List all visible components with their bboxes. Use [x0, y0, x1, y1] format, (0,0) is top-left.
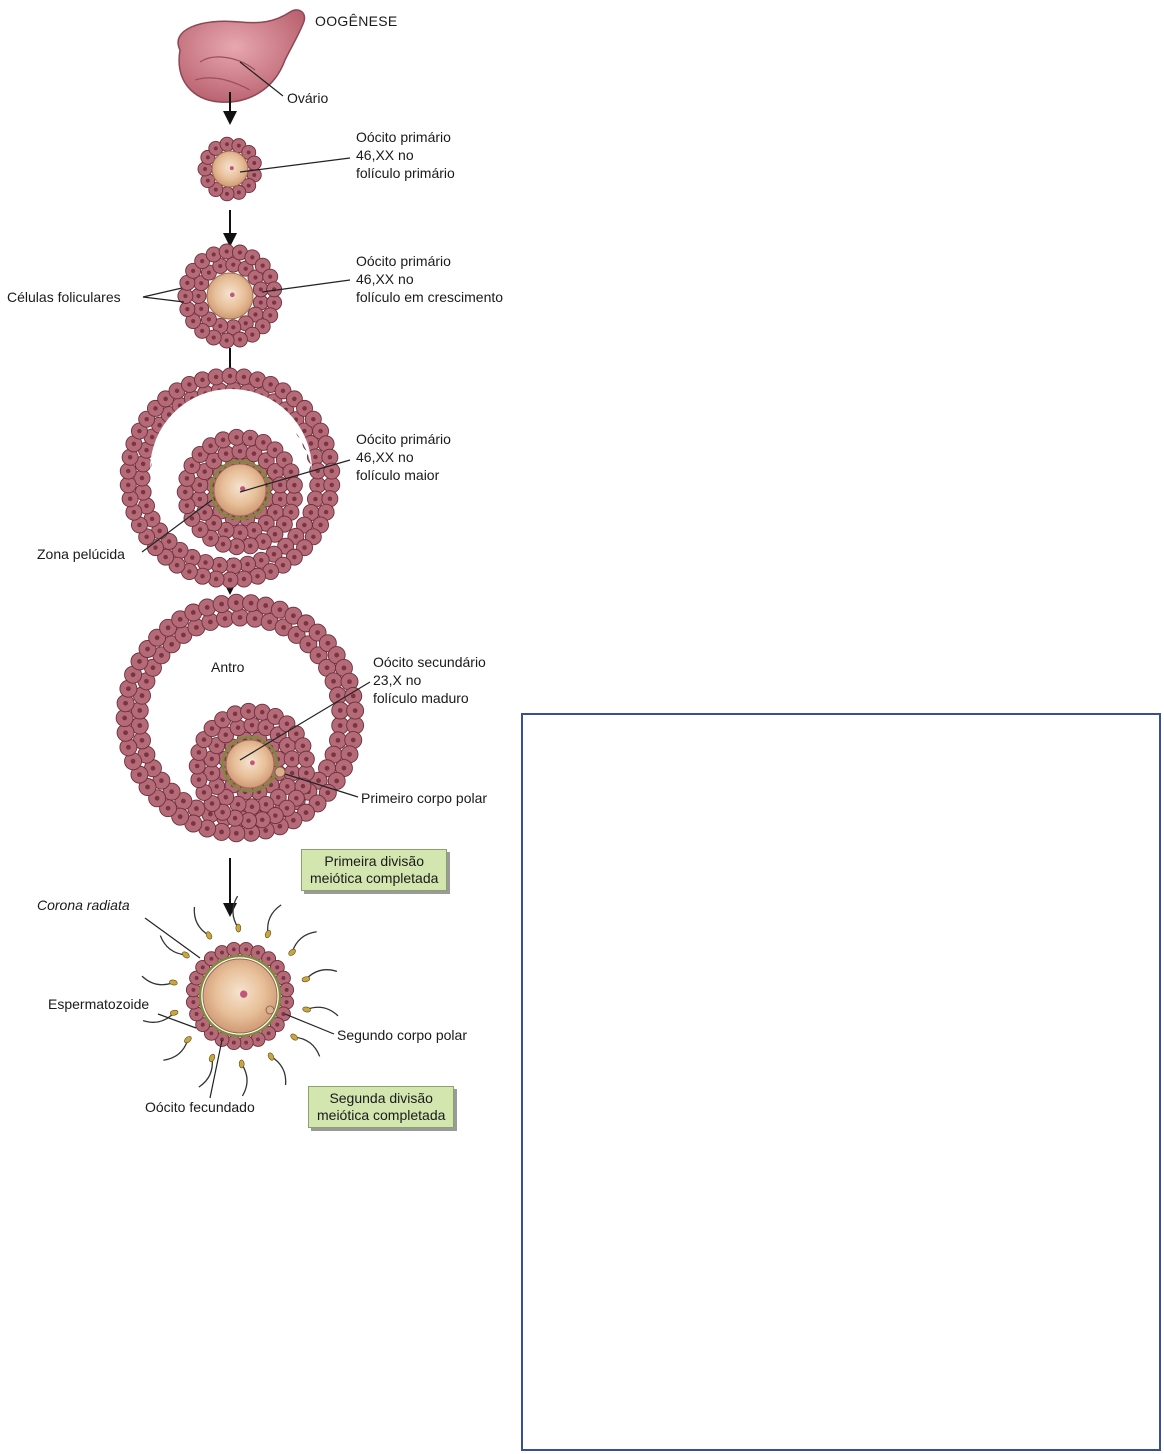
corona-radiata-label: Corona radiata — [37, 897, 130, 913]
second-division-note: Segunda divisão meiótica completada — [308, 1086, 455, 1128]
empty-frame — [521, 713, 1161, 1451]
fertilized-oocyte-label: Oócito fecundado — [145, 1099, 255, 1115]
zona-pellucida-label: Zona pelúcida — [37, 546, 125, 562]
growing-follicle-label: Oócito primário 46,XX no folículo em cre… — [356, 253, 504, 305]
ovary-label: Ovário — [287, 90, 329, 106]
larger-follicle-label: Oócito primário 46,XX no folículo maior — [356, 431, 451, 483]
antrum-label: Antro — [211, 659, 245, 675]
larger-follicle — [119, 367, 341, 589]
second-polar-body-label: Segundo corpo polar — [337, 1027, 467, 1043]
ovary-illustration — [177, 9, 306, 103]
primary-follicle-label: Oócito primário 46,XX no folículo primár… — [356, 129, 455, 181]
sperm-label: Espermatozoide — [48, 996, 150, 1012]
first-polar-body-label: Primeiro corpo polar — [361, 790, 488, 806]
sperm-illustrations — [141, 895, 339, 1097]
mature-follicle — [115, 593, 365, 843]
leader-lines — [141, 61, 371, 1099]
follicular-cells-label: Células foliculares — [7, 289, 121, 305]
first-division-note: Primeira divisão meiótica completada — [301, 849, 448, 891]
mature-follicle-label: Oócito secundário 23,X no folículo madur… — [373, 654, 486, 706]
fertilized-oocyte-illustration — [185, 941, 295, 1051]
growing-follicle — [177, 243, 283, 349]
primary-follicle — [197, 136, 262, 202]
diagram-title: OOGÊNESE — [315, 13, 398, 29]
